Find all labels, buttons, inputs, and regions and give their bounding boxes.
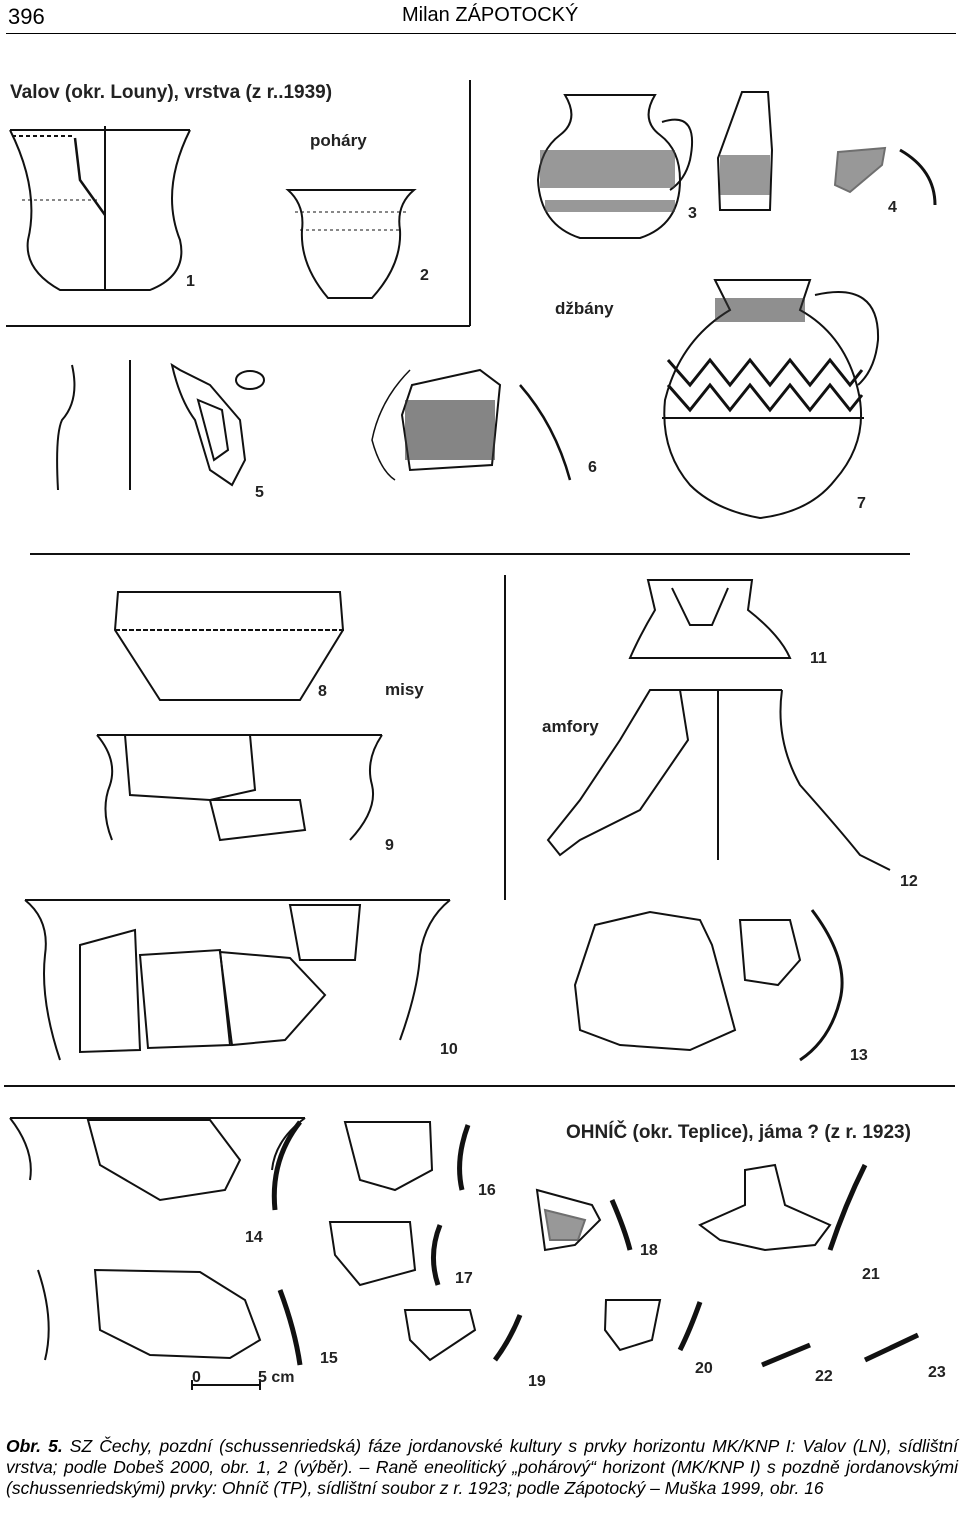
sherd-4 [833, 146, 937, 206]
item-number: 3 [688, 205, 697, 222]
sherd-14 [9, 1117, 306, 1211]
site-title-valov: Valov (okr. Louny), vrstva (z r..1939) [10, 82, 332, 103]
vessel-7 [662, 279, 880, 520]
item-number: 2 [420, 267, 429, 284]
header-rule [6, 33, 956, 34]
item-number: 8 [318, 683, 327, 700]
item-number: 5 [255, 484, 264, 501]
vessel-8 [113, 591, 345, 701]
group-label-misy: misy [385, 680, 424, 699]
sherd-19 [403, 1309, 523, 1362]
group-label-amfory: amfory [542, 717, 599, 736]
item-number: 12 [900, 873, 918, 890]
sherd-16 [343, 1121, 471, 1192]
item-number: 17 [455, 1270, 473, 1287]
item-number: 1 [186, 273, 195, 290]
sherd-20 [603, 1299, 703, 1352]
vessel-3-fragment [716, 91, 774, 211]
group-label-pohary: poháry [310, 131, 367, 150]
author-name: Milan ZÁPOTOCKÝ [402, 4, 579, 26]
page-number: 396 [8, 4, 45, 29]
vessel-9 [96, 734, 383, 842]
vessel-12 [546, 689, 891, 871]
vessel-1 [9, 126, 191, 291]
sherd-23 [863, 1332, 920, 1363]
caption-label: Obr. 5. [6, 1436, 63, 1456]
item-number: 22 [815, 1368, 833, 1385]
item-number: 14 [245, 1229, 263, 1246]
item-number: 19 [528, 1373, 546, 1390]
sherd-17 [328, 1221, 443, 1287]
item-number: 15 [320, 1350, 338, 1367]
item-number: 21 [862, 1266, 880, 1283]
item-number: 11 [810, 650, 827, 667]
group-label-dzbany: džbány [555, 299, 614, 318]
vessel-2 [285, 189, 417, 299]
item-number: 7 [857, 495, 866, 512]
sherd-22 [761, 1342, 811, 1368]
item-number: 10 [440, 1041, 458, 1058]
scale-zero: 0 [192, 1369, 201, 1386]
pottery-drawing: Valov (okr. Louny), vrstva (z r..1939) O… [4, 80, 955, 1390]
vessel-11 [628, 579, 792, 659]
item-number: 4 [888, 199, 897, 216]
sherd-15 [37, 1268, 303, 1390]
vessel-5 [56, 360, 265, 491]
item-number: 16 [478, 1182, 496, 1199]
vessel-3 [536, 94, 694, 239]
page-header: 396 Milan ZÁPOTOCKÝ [0, 0, 960, 34]
sherd-6 [371, 368, 572, 481]
scale-five: 5 cm [258, 1369, 294, 1386]
item-number: 9 [385, 837, 394, 854]
caption-text: SZ Čechy, pozdní (schussenriedská) fáze … [6, 1436, 959, 1498]
item-number: 13 [850, 1047, 868, 1064]
sherd-21 [698, 1163, 868, 1252]
figure-caption: Obr. 5. SZ Čechy, pozdní (schussenriedsk… [6, 1436, 958, 1499]
figure-plate: Valov (okr. Louny), vrstva (z r..1939) O… [0, 40, 960, 1440]
vessel-10 [24, 899, 451, 1061]
sherd-13 [573, 909, 844, 1062]
item-number: 20 [695, 1360, 713, 1377]
item-number: 23 [928, 1364, 946, 1381]
item-number: 18 [640, 1242, 658, 1259]
site-title-ohnic: OHNÍČ (okr. Teplice), jáma ? (z r. 1923) [566, 1121, 911, 1143]
sherd-18 [535, 1188, 633, 1252]
item-number: 6 [588, 459, 597, 476]
